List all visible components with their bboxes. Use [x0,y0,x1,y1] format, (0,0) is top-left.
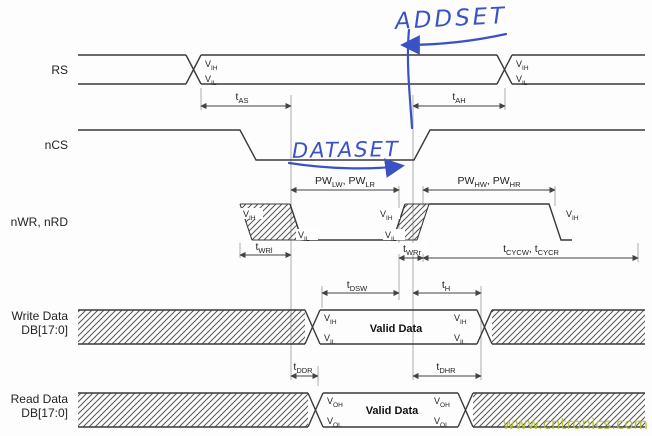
vil-label: VIL [205,74,217,87]
dim-tdhr: tDHR [412,361,482,380]
vil-label: VIL [324,333,336,346]
vih-label: VIH [566,209,579,222]
signal-ncs: nCS [45,129,645,161]
th-label: tH [442,279,450,293]
twrl-label: tWRl [255,241,272,255]
rs-crossover-left [185,54,202,85]
dim-tdsw: tDSW [321,279,400,297]
nwr-high-pulse [429,203,572,241]
write-crossover-open [304,309,321,345]
read-data-label: Read Data [11,392,69,406]
read-bus-lines [78,392,645,428]
label-backdrop [383,229,405,240]
tdhr-label: tDHR [436,361,456,375]
vol-label: VOL [434,416,449,429]
dim-tcyc: tCYCW, tCYCR [422,243,639,262]
pw-high-label: PWHW, PWHR [457,175,521,189]
dim-twrr: tWRr [397,243,426,262]
write-valid-data-label: Valid Data [370,323,423,335]
ncs-waveform [78,129,645,161]
write-hatch-right [492,310,645,344]
vih-label: VIH [205,59,218,72]
label-backdrop [241,208,263,219]
nwr-low-pulse [289,203,406,241]
voh-label: VOH [434,396,450,409]
addset-pointer-line [406,28,414,130]
dim-tas: tAS [200,91,292,110]
signal-read-data: Read Data DB[17:0] Valid Data VOH VOL VO… [11,392,645,429]
vih-label: VIH [243,209,256,222]
rs-label: RS [51,63,68,77]
vih-label: VIH [454,313,467,326]
write-data-label: Write Data [12,309,69,323]
read-hatch-right [473,393,645,427]
vol-label: VOL [327,416,342,429]
label-backdrop [397,243,426,254]
tcyc-label: tCYCW, tCYCR [503,243,559,257]
dim-pw-high: PWHW, PWHR [422,175,556,194]
vil-label: VIL [298,230,310,243]
tas-label: tAS [236,91,249,105]
dataset-arrow [287,158,405,178]
vil-label: VIL [516,74,528,87]
dim-th: tH [412,279,482,297]
signal-nwr-nrd: nWR, nRD VIH VIL VIH VIL VIH [11,203,579,243]
label-backdrop [296,229,318,240]
addset-arrow [400,32,508,55]
addset-annotation: ADDSET [392,3,508,35]
vih-label: VIH [516,59,529,72]
read-valid-data-label: Valid Data [366,405,419,417]
pw-low-label: PWLW, PWLR [315,175,376,189]
vih-label: VIH [324,313,337,326]
write-bus-lines [78,309,645,345]
read-crossover-open [307,392,324,428]
twrr-label: tWRr [403,243,421,257]
dim-tah: tAH [412,91,506,110]
ncs-label: nCS [45,138,68,152]
read-crossover-close [457,392,474,428]
label-backdrop [378,208,400,219]
read-data-bus-label: DB[17:0] [21,406,68,420]
rs-bus-lines [78,54,645,85]
tah-label: tAH [452,91,465,105]
dim-pw-low: PWLW, PWLR [290,175,400,194]
watermark: www.cntronics.com [503,415,648,433]
handwritten-annotations: ADDSET DATASET [287,3,508,178]
write-crossover-close [476,309,493,345]
tdsw-label: tDSW [347,279,368,293]
signal-write-data: Write Data DB[17:0] Valid Data VIH VIL V… [12,309,645,346]
rs-crossover-right [496,54,513,85]
voh-label: VOH [327,396,343,409]
read-hatch-left [78,393,308,427]
signal-rs: RS VIH VIL VIH VIL [51,54,645,87]
dataset-annotation: DATASET [292,137,400,163]
dim-tddr: tDDR [290,361,319,380]
vih-label: VIH [380,209,393,222]
write-hatch-left [78,310,305,344]
vil-label: VIL [454,333,466,346]
nwr-nrd-label: nWR, nRD [11,215,69,229]
write-data-bus-label: DB[17:0] [21,323,68,337]
dim-twrl: tWRl [239,241,292,259]
vil-label: VIL [385,230,397,243]
tddr-label: tDDR [293,361,313,375]
